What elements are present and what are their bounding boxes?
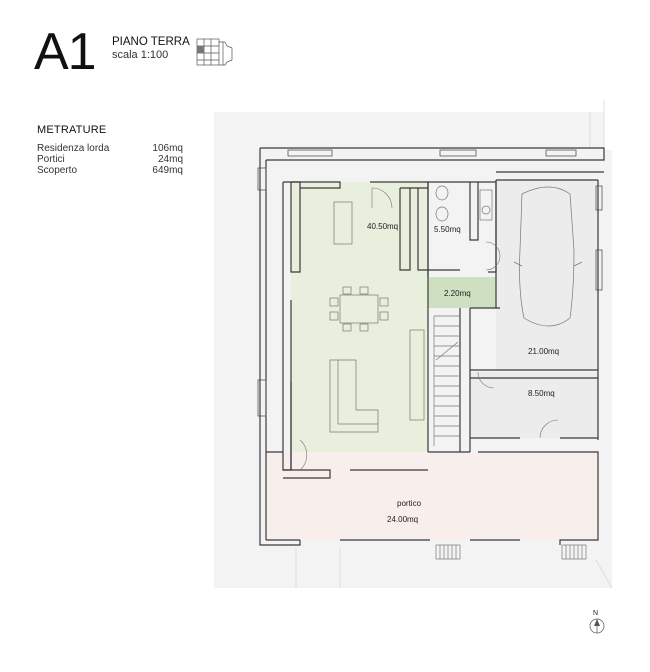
- metrature-row-portici: Portici 24mq: [37, 154, 183, 165]
- portico-fill: [266, 452, 598, 540]
- room-label-storage: 8.50mq: [528, 389, 555, 398]
- metrature-value: 106mq: [152, 143, 183, 154]
- metrature-value: 649mq: [152, 165, 183, 176]
- room-label-portico: portico: [397, 499, 422, 508]
- garage-fill: [496, 180, 599, 370]
- walls: [259, 147, 605, 546]
- metrature-row-scoperto: Scoperto 649mq: [37, 165, 183, 176]
- corridor-fill: [428, 277, 500, 308]
- windows: [257, 149, 603, 417]
- room-label-portico-area: 24.00mq: [387, 515, 418, 524]
- grilles: [435, 544, 587, 560]
- door-swings: [299, 187, 559, 471]
- floor-name: PIANO TERRA: [112, 36, 190, 48]
- furniture: [329, 185, 583, 446]
- sofa: [329, 359, 379, 433]
- metrature-label: Scoperto: [37, 165, 78, 176]
- unit-code: A1: [34, 23, 97, 81]
- metrature-title: METRATURE: [37, 124, 107, 136]
- room-label-bathroom: 5.50mq: [434, 225, 461, 234]
- metrature-label: Residenza lorda: [37, 143, 110, 154]
- storage-fill: [470, 372, 598, 438]
- metrature-label: Portici: [37, 154, 65, 165]
- metrature-row-residenza: Residenza lorda 106mq: [37, 143, 183, 154]
- key-plan-icon: [196, 38, 233, 66]
- scale-label: scala 1:100: [112, 49, 169, 61]
- north-arrow-icon: [589, 618, 605, 634]
- room-label-corridor: 2.20mq: [444, 289, 471, 298]
- kitchen-island: [333, 201, 353, 245]
- living-room-fill: [291, 182, 428, 470]
- room-label-living: 40.50mq: [367, 222, 398, 231]
- room-label-garage: 21.00mq: [528, 347, 559, 356]
- metrature-value: 24mq: [157, 154, 183, 165]
- dining-table: [339, 294, 379, 324]
- north-label: N: [593, 610, 598, 617]
- car: [519, 186, 575, 327]
